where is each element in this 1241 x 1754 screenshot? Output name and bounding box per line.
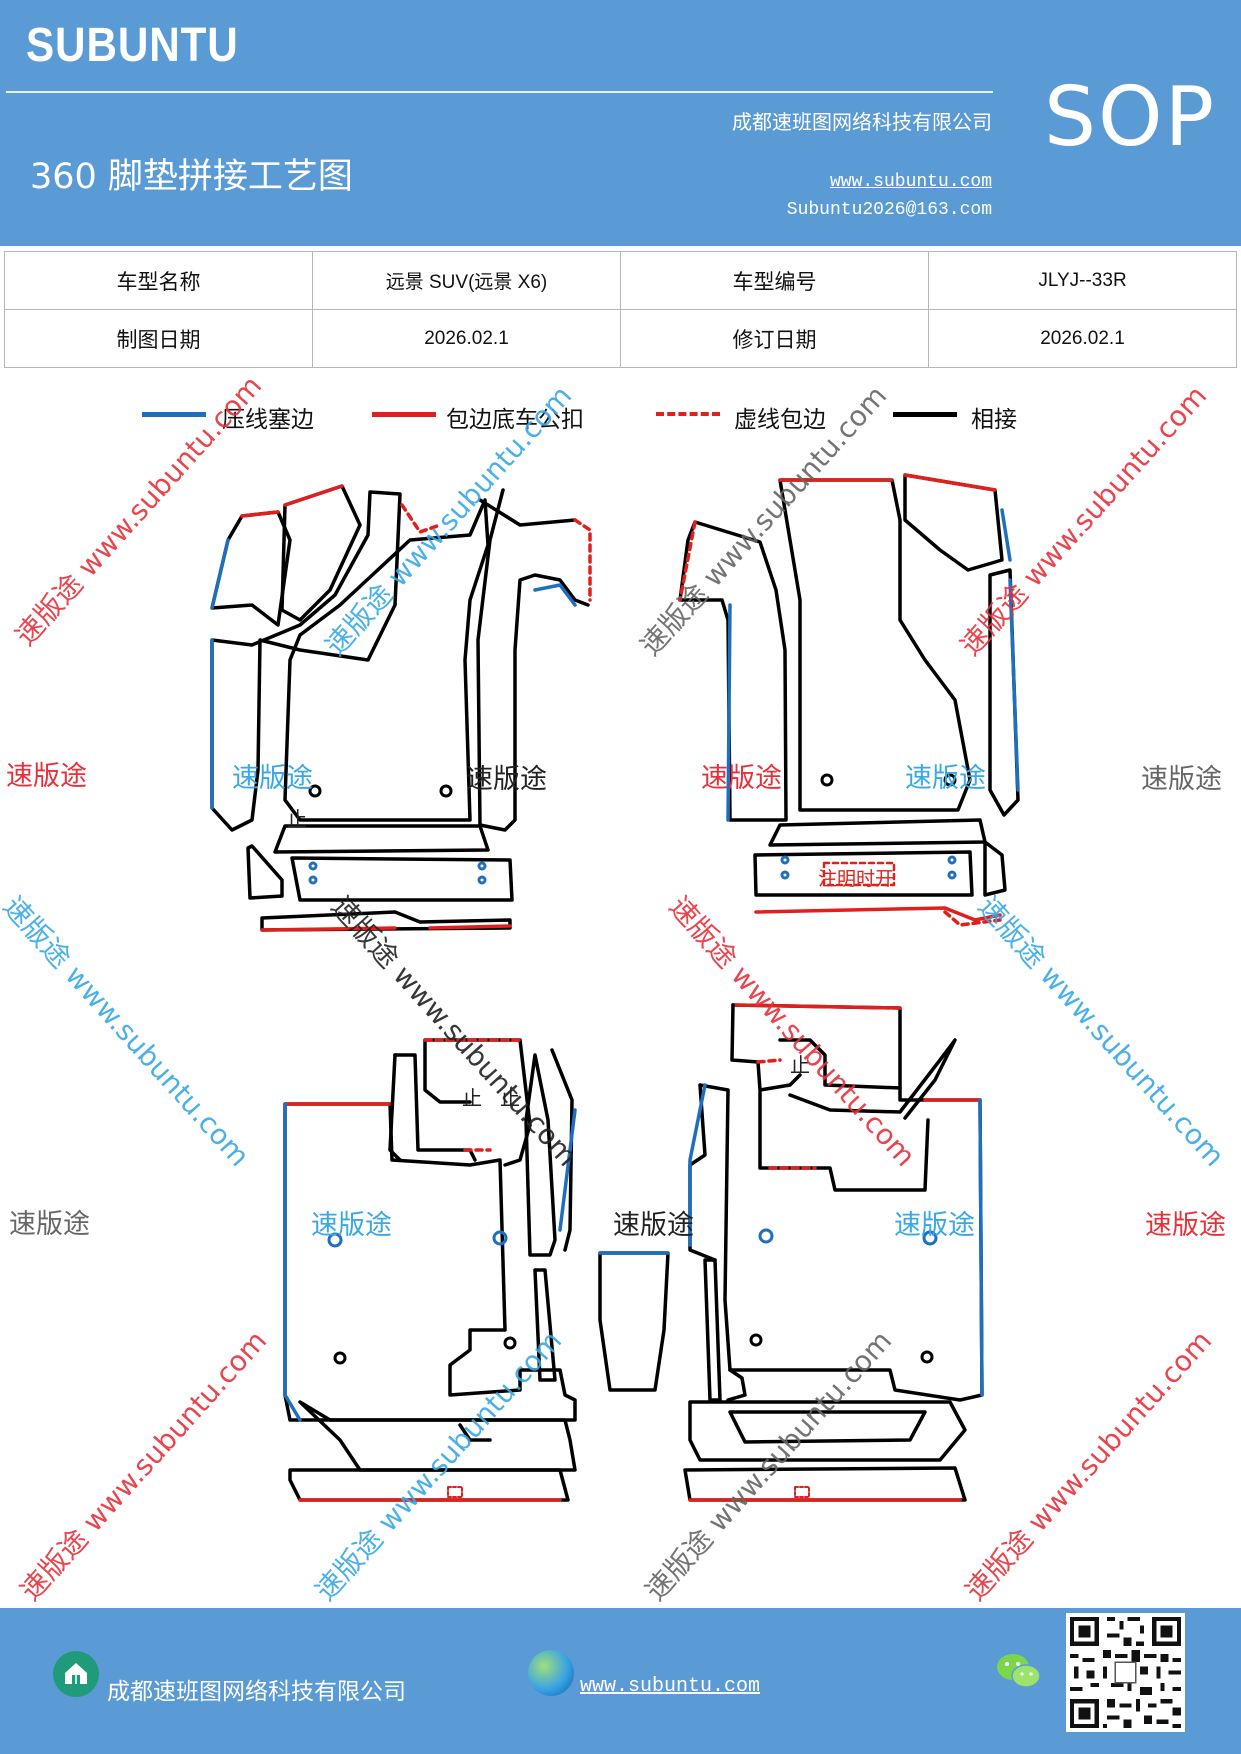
- stop-mark: 止: [462, 1086, 482, 1110]
- legend-swatch: [656, 412, 720, 416]
- table-cell: 修订日期: [620, 309, 929, 368]
- watermark-label: 速版途: [1141, 764, 1222, 795]
- home-icon: [53, 1651, 99, 1697]
- watermark-label: 速版途: [905, 763, 986, 794]
- legend-label: 包边底车公扣: [446, 407, 584, 433]
- table-cell: 车型名称: [4, 251, 313, 310]
- watermark-label: 速版途: [6, 761, 87, 792]
- stop-mark: 止: [790, 1053, 810, 1077]
- legend-label: 相接: [971, 407, 1017, 433]
- watermark-label: 速版途: [1145, 1210, 1226, 1241]
- table-cell: JLYJ--33R: [928, 251, 1237, 310]
- footer-company: 成都速班图网络科技有限公司: [107, 1679, 406, 1705]
- globe-icon: [528, 1650, 574, 1696]
- legend-label: 虚线包边: [734, 407, 826, 433]
- legend-swatch: [372, 412, 436, 417]
- legend-swatch: [142, 412, 206, 417]
- sop-badge: SOP: [1044, 70, 1217, 165]
- vehicle-info-table: 车型名称 远景 SUV(远景 X6) 车型编号 JLYJ--33R 制图日期 2…: [4, 251, 1237, 368]
- note-label: 注明时开: [818, 868, 894, 890]
- table-row: 车型名称 远景 SUV(远景 X6) 车型编号 JLYJ--33R: [4, 251, 1237, 310]
- table-cell: 2026.02.1: [312, 309, 621, 368]
- watermark-label: 速版途: [613, 1210, 694, 1241]
- brand-logo: SUBUNTU: [26, 19, 239, 72]
- mat-rear-right: [683, 1003, 984, 1502]
- watermark-label: 速版途: [701, 763, 782, 794]
- footer-website-link[interactable]: www.subuntu.com: [580, 1675, 761, 1698]
- table-cell: 远景 SUV(远景 X6): [312, 251, 621, 310]
- floor-mat-diagram: 止 止 止 止 注明时开: [210, 473, 1020, 1502]
- mat-front-left: [210, 484, 592, 932]
- watermark-label: 速版途: [232, 763, 313, 794]
- header-website-link[interactable]: www.subuntu.com: [829, 172, 992, 192]
- header-banner: [0, 0, 1241, 246]
- table-row: 制图日期 2026.02.1 修订日期 2026.02.1: [4, 309, 1237, 368]
- legend-swatch: [893, 412, 957, 417]
- mat-center-tunnel: [598, 1251, 670, 1392]
- watermark-label: 速版途: [466, 764, 547, 795]
- document-title: 360 脚垫拼接工艺图: [30, 157, 353, 197]
- mat-rear-left: [283, 1038, 577, 1502]
- table-cell: 制图日期: [4, 309, 313, 368]
- table-cell: 车型编号: [620, 251, 929, 310]
- header-email: Subuntu2026@163.com: [786, 200, 992, 220]
- watermark-label: 速版途: [311, 1210, 392, 1241]
- stop-mark: 止: [500, 1086, 520, 1110]
- qr-code: [1066, 1613, 1185, 1732]
- watermark-label: 速版途: [9, 1209, 90, 1240]
- header-divider: [6, 91, 993, 93]
- legend-label: 压线塞边: [222, 407, 314, 433]
- stop-mark: 止: [287, 807, 307, 831]
- table-cell: 2026.02.1: [928, 309, 1237, 368]
- watermark-label: 速版途: [894, 1210, 975, 1241]
- mat-front-right: [678, 473, 1020, 927]
- wechat-icon[interactable]: [995, 1651, 1043, 1691]
- header-company: 成都速班图网络科技有限公司: [732, 110, 992, 134]
